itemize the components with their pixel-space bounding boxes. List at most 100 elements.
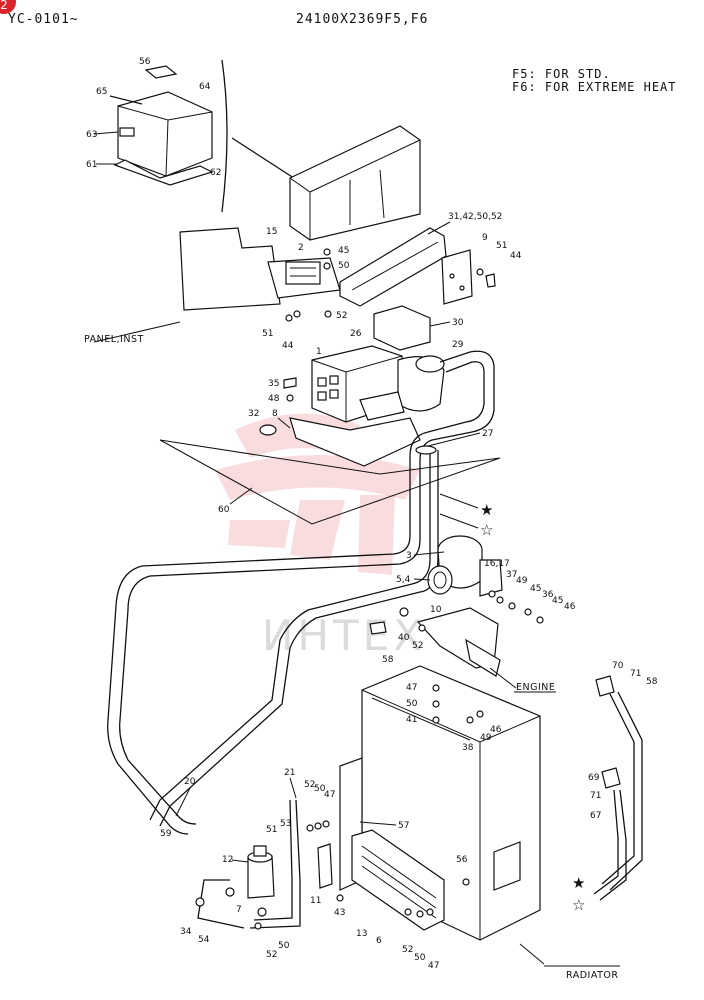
callout-radiator: RADIATOR — [566, 970, 618, 981]
label-part: 51 — [262, 329, 273, 339]
right-hoses — [593, 675, 643, 901]
label-part: 50 — [406, 699, 418, 709]
label-part: 52 — [336, 311, 347, 321]
instrument-panel — [179, 227, 341, 311]
part-number-header: 24100X2369F5,F6 — [296, 12, 429, 27]
label-part: 43 — [334, 908, 345, 918]
label-part: 45 — [530, 584, 541, 594]
note-f5: F5: FOR STD. — [512, 67, 611, 81]
label-part: 5,4 — [396, 575, 411, 585]
label-part: 59 — [160, 829, 172, 839]
label-part: 38 — [462, 743, 474, 753]
label-part: 64 — [199, 82, 211, 92]
label-part: 26 — [350, 329, 362, 339]
label-part: 47 — [324, 790, 335, 800]
label-part: 57 — [398, 821, 409, 831]
label-part: 53 — [280, 819, 291, 829]
label-part: 11 — [310, 896, 321, 906]
label-part: 46 — [490, 725, 502, 735]
label-part: 41 — [406, 715, 417, 725]
label-part: 71 — [590, 791, 601, 801]
label-part: 54 — [198, 935, 210, 945]
label-part: 31,42,50,52 — [448, 212, 502, 222]
label-part: 60 — [218, 505, 230, 515]
label-part: 51 — [266, 825, 277, 835]
bracket-30 — [373, 305, 431, 351]
label-part: 50 — [314, 784, 326, 794]
label-part: 45 — [338, 246, 349, 256]
label-part: 2 — [298, 243, 304, 253]
label-part: 46 — [564, 602, 576, 612]
label-part: 48 — [268, 394, 280, 404]
heater-unit — [289, 345, 445, 467]
label-part: 52 — [402, 945, 413, 955]
star-outline-icon: ☆ — [572, 896, 585, 914]
label-part: 71 — [630, 669, 641, 679]
label-part: 27 — [482, 429, 493, 439]
label-part: 16,17 — [484, 559, 510, 569]
condenser — [351, 829, 445, 931]
label-part: 1 — [316, 347, 322, 357]
label-part: 13 — [356, 929, 367, 939]
label-part: 63 — [86, 130, 97, 140]
label-part: 29 — [452, 340, 464, 350]
label-part: 50 — [278, 941, 290, 951]
star-outline-icon: ☆ — [480, 521, 493, 539]
label-part: 56 — [139, 57, 151, 67]
label-part: 10 — [430, 605, 442, 615]
label-part: 52 — [304, 780, 315, 790]
star-filled-icon: ★ — [572, 874, 585, 892]
label-part: 51 — [496, 241, 507, 251]
label-part: 47 — [406, 683, 417, 693]
label-part: 44 — [510, 251, 522, 261]
label-part: 15 — [266, 227, 277, 237]
cab-cover-assembly — [109, 59, 301, 213]
label-part: 44 — [282, 341, 294, 351]
watermark-text: ИНТЕХ — [262, 611, 426, 660]
label-part: 37 — [506, 570, 517, 580]
label-part: 3 — [406, 551, 412, 561]
compressor — [427, 535, 503, 597]
label-part: 35 — [268, 379, 279, 389]
label-part: 6 — [376, 936, 382, 946]
upper-unit — [289, 125, 421, 241]
page-badge: 2 — [0, 0, 16, 14]
label-part: 58 — [382, 655, 394, 665]
receiver-drier — [247, 845, 275, 899]
callout-panel-inst: PANEL,INST — [84, 334, 144, 345]
label-part: 56 — [456, 855, 468, 865]
label-part: 21 — [284, 768, 295, 778]
hose-21 — [249, 799, 301, 929]
label-part: 69 — [588, 773, 600, 783]
label-part: 50 — [338, 261, 350, 271]
label-part: 65 — [96, 87, 107, 97]
label-part: 52 — [412, 641, 423, 651]
label-part: 7 — [236, 905, 242, 915]
label-part: 70 — [612, 661, 624, 671]
air-duct — [339, 227, 473, 307]
label-part: 32 — [248, 409, 259, 419]
label-part: 8 — [272, 409, 278, 419]
label-part: 34 — [180, 927, 192, 937]
label-part: 67 — [590, 811, 601, 821]
label-part: 30 — [452, 318, 464, 328]
label-part: 47 — [428, 961, 439, 971]
label-part: 20 — [184, 777, 196, 787]
bracket-11 — [317, 843, 333, 889]
label-part: 61 — [86, 160, 97, 170]
label-part: 62 — [210, 168, 221, 178]
note-f6: F6: FOR EXTREME HEAT — [512, 80, 677, 94]
label-part: 50 — [414, 953, 426, 963]
label-part: 52 — [266, 950, 277, 960]
label-part: 40 — [398, 633, 410, 643]
label-part: 9 — [482, 233, 488, 243]
serial-range: YC-0101~ — [8, 12, 79, 27]
label-part: 12 — [222, 855, 233, 865]
label-part: 49 — [516, 576, 528, 586]
label-part: 45 — [552, 596, 563, 606]
label-part: 58 — [646, 677, 658, 687]
label-part: 49 — [480, 733, 492, 743]
label-part: 36 — [542, 590, 554, 600]
star-filled-icon: ★ — [480, 501, 493, 519]
